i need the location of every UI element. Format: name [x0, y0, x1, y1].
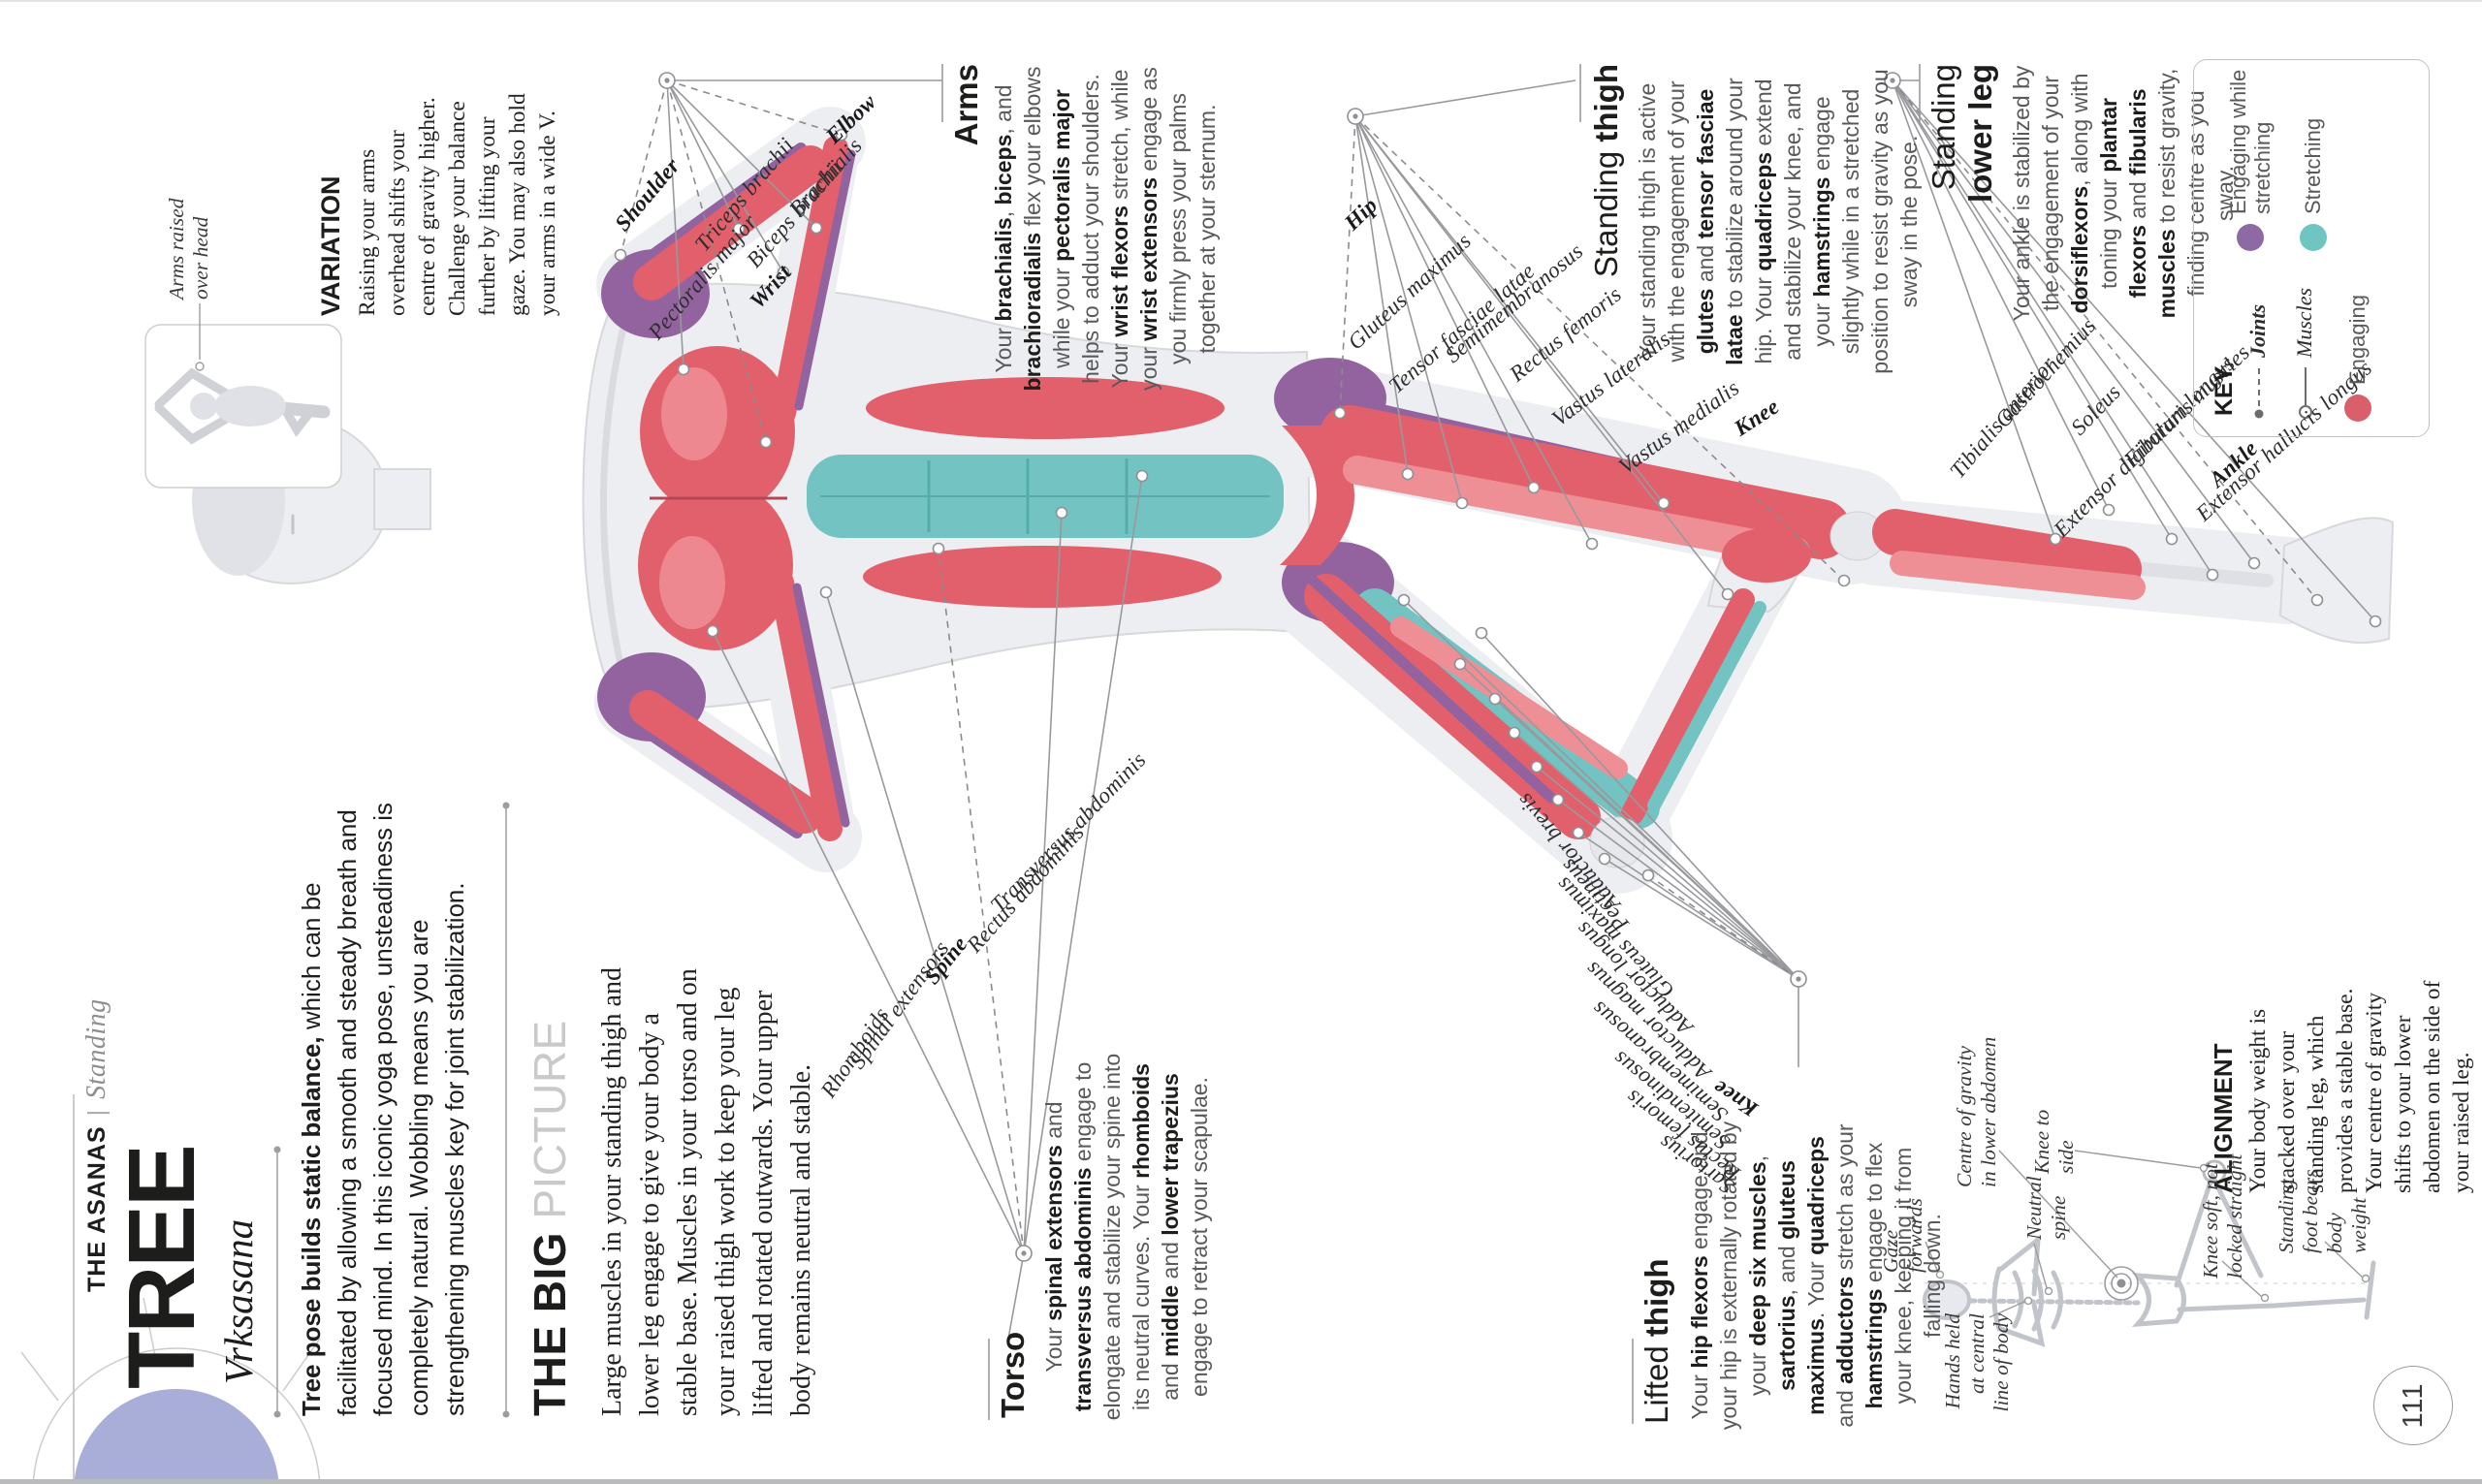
variation-figure-box [144, 303, 342, 489]
page-top-edge [0, 0, 2482, 2]
key-title: KEY [2211, 365, 2238, 416]
stretching-dot [2300, 224, 2327, 251]
section-name: Standing [81, 998, 111, 1099]
key-engaging-while-stretching: Engaging while stretching [2226, 67, 2275, 251]
variation-figure-label: Arms raised over head [165, 198, 212, 300]
arms-heading: Arms [948, 64, 984, 146]
page-number: 111 [2373, 1366, 2453, 1445]
alignment-label: Knee soft, not locked straight [2199, 1153, 2246, 1279]
key-engaging: Engaging [2344, 295, 2371, 422]
series-title: THE ASANAS [83, 1125, 111, 1292]
standing-lower-leg-heading: Standing lower leg [1925, 64, 1998, 204]
lifted-thigh-heading: Lifted thigh [1639, 1258, 1674, 1424]
key-icons [2254, 367, 2312, 419]
intro-paragraph: Tree pose builds static balance, which c… [297, 802, 469, 1416]
standing-thigh-paragraph: Your standing thigh is active with the e… [1635, 69, 1922, 374]
alignment-label: Gaze forwards [1879, 1198, 1926, 1273]
alignment-label: Standing foot bears body weight [2275, 1169, 2371, 1253]
variation-body: Raising your arms overhead shifts your c… [355, 93, 560, 316]
page-bottom-edge [0, 1479, 2482, 1484]
alignment-skeleton [1923, 1150, 2376, 1347]
leader-lines [614, 64, 2382, 1424]
key-stretching: Stretching [2300, 118, 2327, 251]
arms-paragraph: Your brachialis, biceps, and brachioradi… [991, 66, 1220, 392]
alignment-label: Knee to side [2030, 1109, 2078, 1174]
alignment-label: Hands held at central line of body [1941, 1313, 2013, 1412]
corner-decor-circle [20, 1297, 321, 1484]
big-picture-body: Large muscles in your standing thigh and… [597, 967, 816, 1416]
engaging-dot [2344, 395, 2371, 422]
torso-heading: Torso [995, 1331, 1031, 1418]
torso-paragraph: Your spinal extensors and transversus ab… [1041, 1053, 1212, 1421]
engaging-while-stretching-dot [2237, 224, 2264, 251]
sanskrit-title: Vrksasana [216, 1218, 261, 1384]
alignment-label: Centre of gravity in lower abdomen [1953, 1036, 2000, 1187]
variation-heading: VARIATION [316, 175, 345, 317]
key-muscles: Muscles [2292, 287, 2316, 358]
page-title: TREE [109, 1146, 214, 1389]
key-joints: Joints [2245, 303, 2270, 358]
big-picture-heading: THE BIG PICTURE [525, 1020, 575, 1416]
